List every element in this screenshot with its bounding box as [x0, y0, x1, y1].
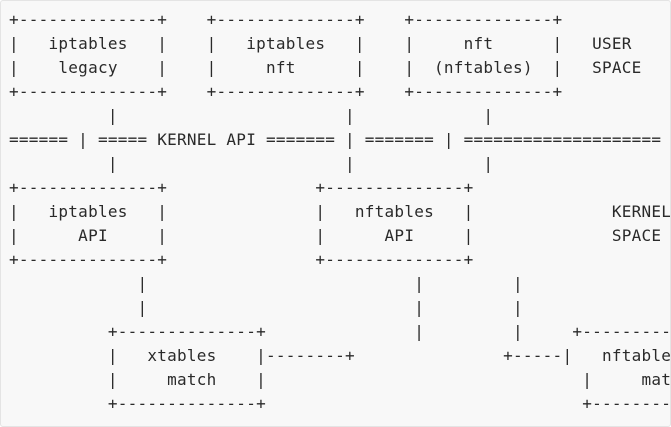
diagram-line-userspace-top-border: +--------------+ +--------------+ +-----… — [9, 10, 563, 29]
diagram-line-match-bottom-border: +--------------+ +--------------+ — [9, 394, 671, 413]
diagram-line-userspace-bottom-border: +--------------+ +--------------+ +-----… — [9, 82, 563, 101]
diagram-line-kernel-top-border: +--------------+ +--------------+ — [9, 178, 474, 197]
diagram-line-kernel-bottom-border: +--------------+ +--------------+ — [9, 250, 474, 269]
diagram-line-connector-upper: | | | — [9, 106, 494, 125]
diagram-line-kernel-titles: | iptables | | nftables | KERNEL — [9, 202, 671, 221]
diagram-line-match-subtitles: | match | | match | — [9, 370, 671, 389]
diagram-line-kernel-api: ====== | ===== KERNEL API ======= | ====… — [9, 130, 662, 149]
diagram-line-userspace-titles: | iptables | | iptables | | nft | USER — [9, 34, 632, 53]
diagram-line-match-titles: | xtables |--------+ +-----| nftables | — [9, 346, 671, 365]
diagram-line-userspace-subtitles: | legacy | | nft | | (nftables) | SPACE — [9, 58, 642, 77]
diagram-line-connector-lower: | | | — [9, 154, 494, 173]
diagram-line-match-connector-2: | | | — [9, 298, 523, 317]
diagram-line-match-top-border: +--------------+ | | +--------------+ — [9, 322, 671, 341]
ascii-diagram: +--------------+ +--------------+ +-----… — [9, 8, 671, 416]
diagram-line-kernel-subtitles: | API | | API | SPACE — [9, 226, 662, 245]
diagram-line-match-connector-1: | | | — [9, 274, 523, 293]
